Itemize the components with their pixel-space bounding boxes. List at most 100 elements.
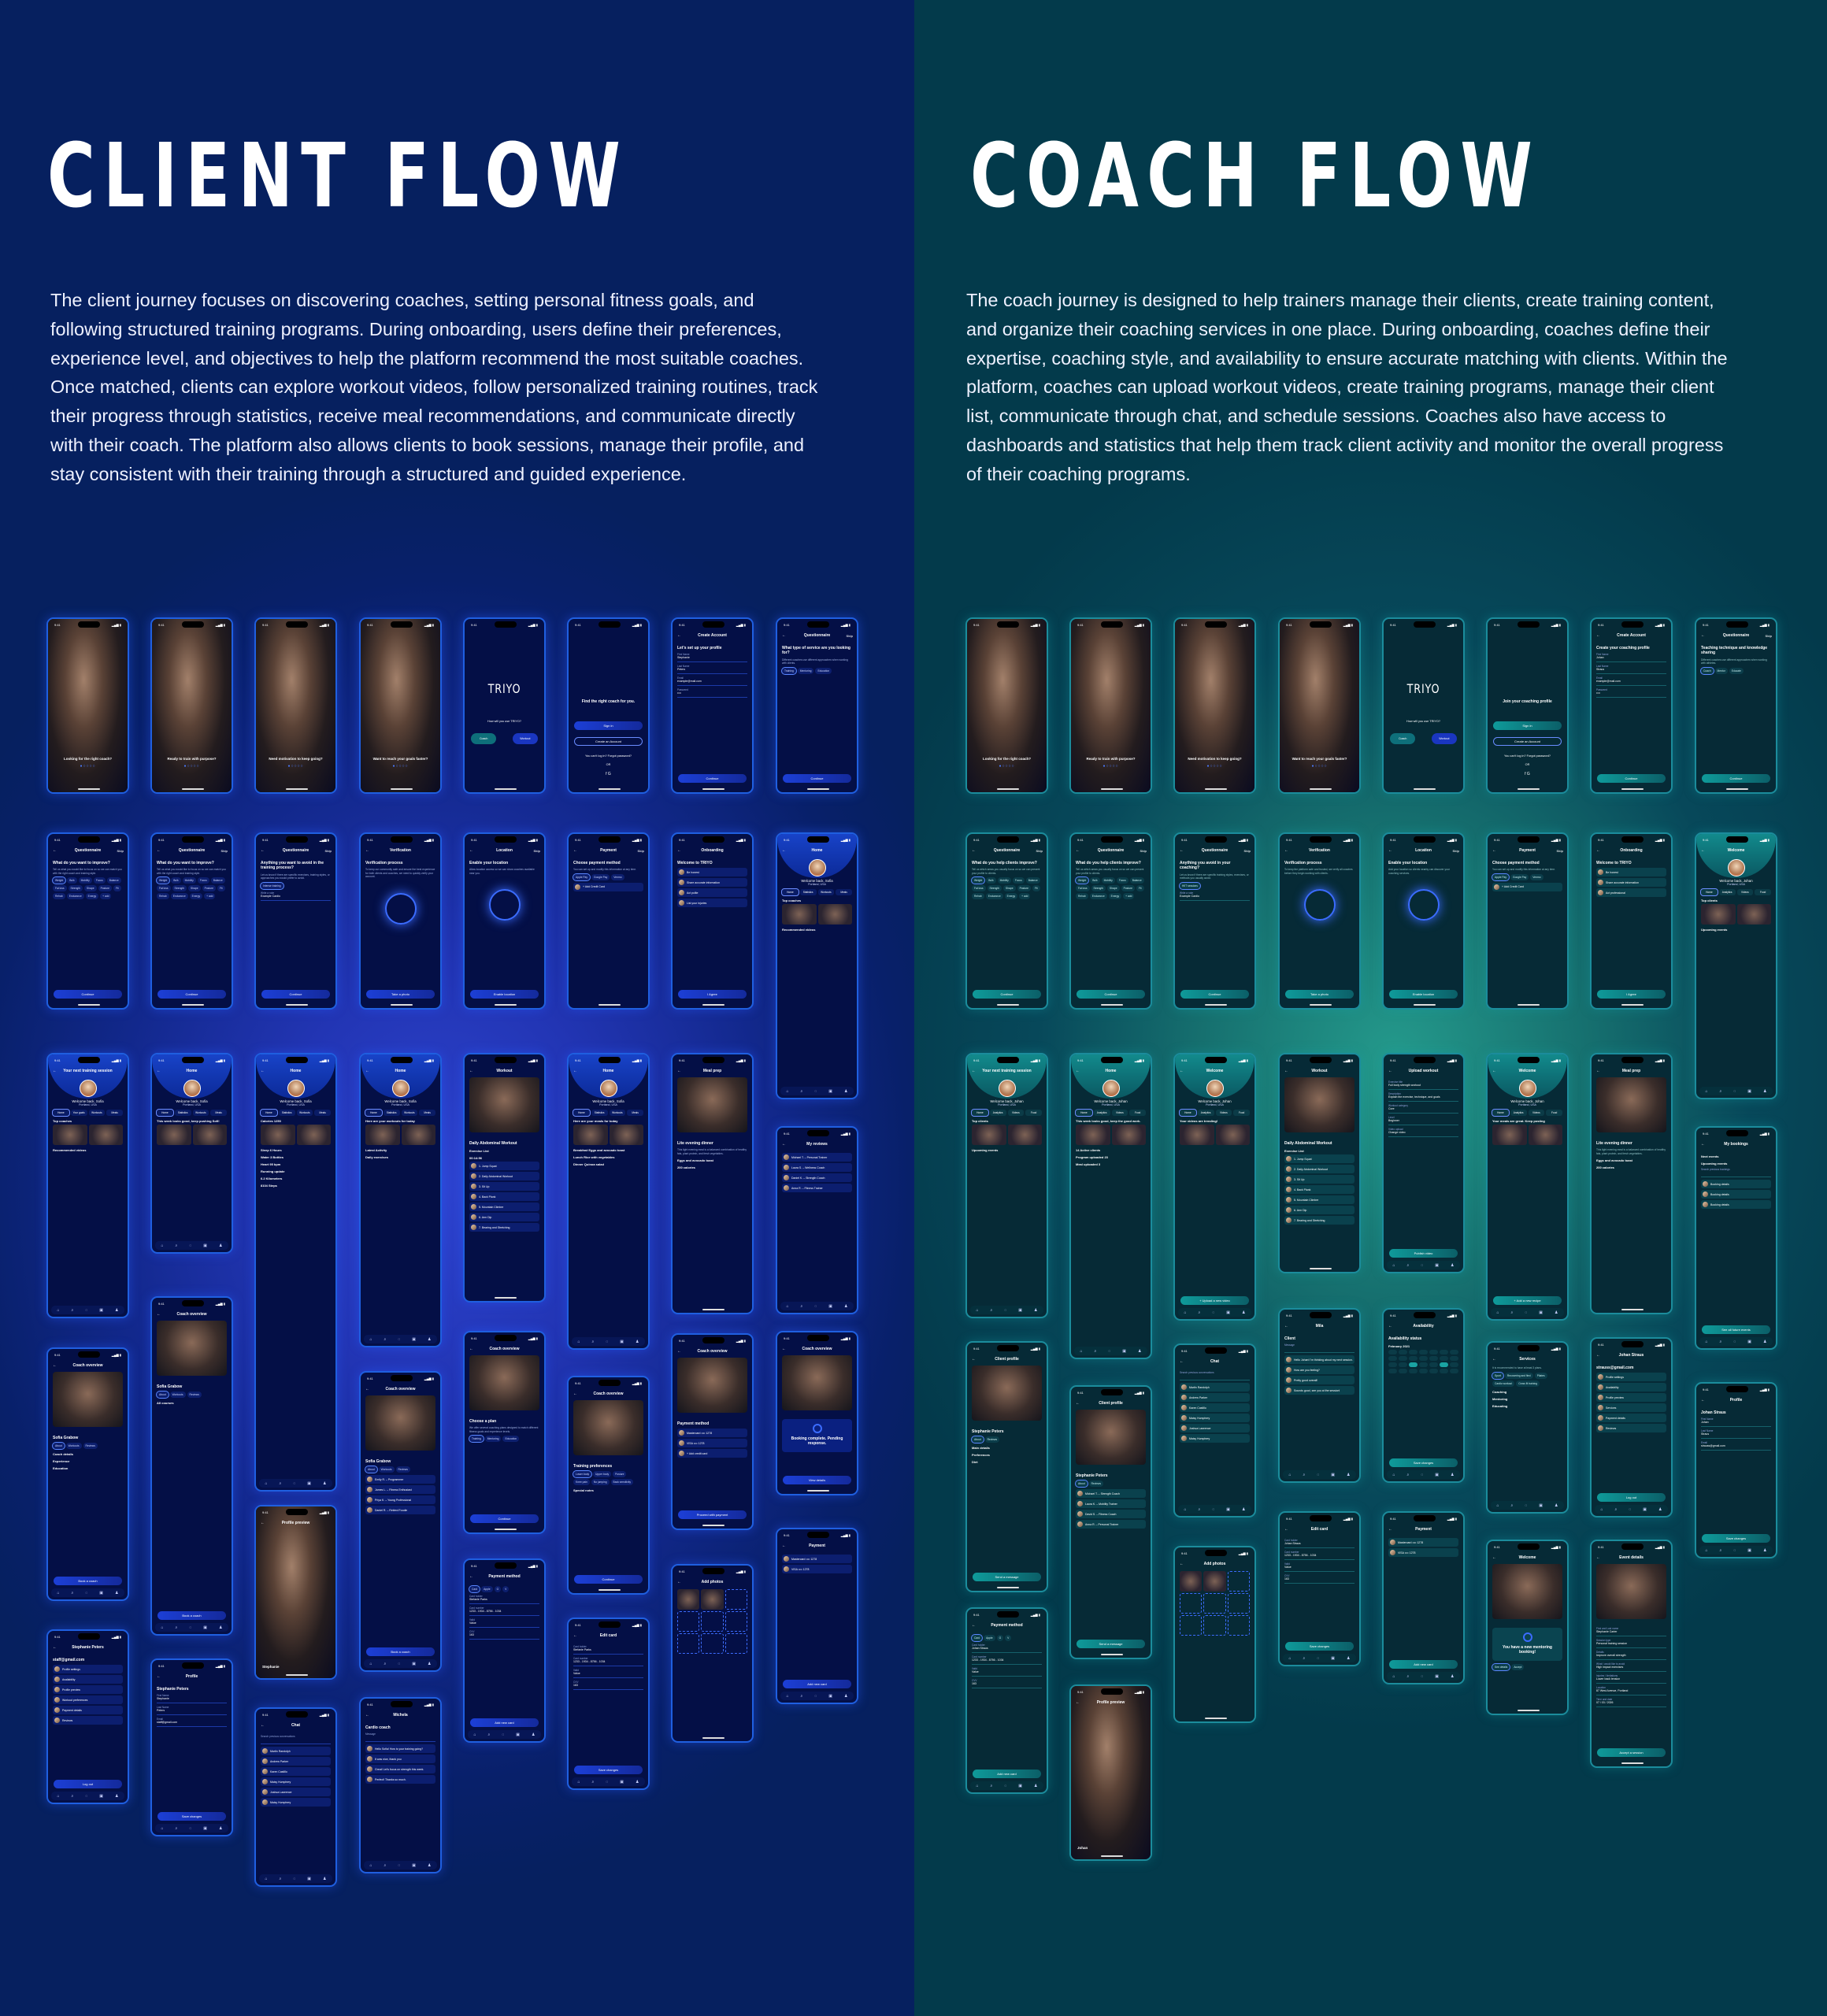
field-value[interactable]: Stephanie <box>157 1697 169 1701</box>
video-thumbnail[interactable] <box>609 1125 643 1145</box>
field-value[interactable]: Johan <box>1701 1421 1709 1425</box>
field-value[interactable]: strauss@gmail.com <box>1701 1444 1725 1448</box>
field-value[interactable]: Explain the exercise, technique, and goa… <box>1388 1095 1440 1099</box>
calendar-day[interactable] <box>1409 1356 1418 1362</box>
option-chip[interactable]: Balance <box>1129 877 1144 884</box>
video-thumbnail[interactable] <box>1215 1125 1250 1145</box>
option-chip[interactable]: Apple <box>481 1586 493 1592</box>
option-chip[interactable]: Reviews <box>83 1443 98 1450</box>
nav-profile-icon[interactable]: ♟ <box>322 1480 327 1486</box>
option-chip[interactable]: Focus <box>197 877 209 884</box>
tab-1[interactable]: Statistics <box>591 1110 608 1116</box>
option-chip[interactable]: About <box>971 1436 984 1444</box>
option-chip[interactable]: Recovering and flexi <box>1504 1372 1533 1379</box>
avatar[interactable] <box>391 1080 410 1097</box>
pagination-dots[interactable]: ●○○○○ <box>999 764 1015 769</box>
nav-profile-icon[interactable]: ♟ <box>427 1336 432 1342</box>
back-arrow-icon[interactable]: ← <box>1180 1359 1184 1364</box>
nav-profile-icon[interactable]: ♟ <box>843 1303 848 1309</box>
back-arrow-icon[interactable]: ← <box>1701 848 1705 853</box>
list-item[interactable]: Karen Castillo <box>261 1767 331 1776</box>
list-item[interactable]: Reviews <box>53 1716 123 1725</box>
option-chip[interactable]: About <box>1075 1480 1088 1488</box>
video-thumbnail[interactable] <box>192 1125 227 1145</box>
nav-profile-icon[interactable]: ♟ <box>1346 1655 1351 1661</box>
calendar-day[interactable] <box>1440 1369 1448 1374</box>
nav-explore-icon[interactable]: ◌ <box>1212 1506 1215 1512</box>
back-arrow-icon[interactable]: ← <box>1701 633 1705 638</box>
option-chip[interactable]: Weight <box>970 876 986 885</box>
option-chip[interactable]: Energy <box>1108 893 1122 900</box>
video-thumbnail[interactable] <box>1180 1125 1214 1145</box>
back-arrow-icon[interactable]: ← <box>573 1633 577 1638</box>
nav-calendar-icon[interactable]: ▣ <box>828 1303 832 1309</box>
field-value[interactable]: 07 / 03 / 2026 <box>1596 1701 1614 1704</box>
tab-1[interactable]: Analytics <box>989 1110 1006 1116</box>
back-arrow-icon[interactable]: ← <box>1492 1357 1496 1362</box>
list-item[interactable]: Daniel K. – Strength Coach <box>782 1173 852 1182</box>
option-chip[interactable]: V <box>502 1586 510 1592</box>
tab-1[interactable]: Statistics <box>174 1110 191 1116</box>
tab-0[interactable]: Home <box>971 1109 989 1117</box>
nav-calendar-icon[interactable]: ▣ <box>307 1480 311 1486</box>
option-chip[interactable]: Balance <box>1025 877 1040 884</box>
nav-explore-icon[interactable]: ◌ <box>814 1088 817 1094</box>
photo-slot[interactable] <box>1180 1571 1203 1592</box>
nav-explore-icon[interactable]: ◌ <box>1629 1506 1632 1512</box>
list-item[interactable]: Andrew Parker <box>261 1757 331 1766</box>
primary-button[interactable]: Add new card <box>973 1770 1041 1778</box>
option-chip[interactable]: Focus <box>1116 877 1128 884</box>
tab-2[interactable]: Videos <box>1215 1110 1232 1116</box>
calendar-day[interactable] <box>1419 1350 1428 1355</box>
nav-home-icon[interactable]: ⌂ <box>57 1307 60 1313</box>
nav-search-icon[interactable]: ⌕ <box>384 1336 387 1342</box>
list-item[interactable]: + Add credit card <box>677 1449 747 1458</box>
back-arrow-icon[interactable]: ← <box>573 848 577 853</box>
nav-profile-icon[interactable]: ♟ <box>218 1825 223 1831</box>
primary-button[interactable]: Continue <box>158 990 226 999</box>
list-item[interactable]: Availability <box>1596 1383 1666 1392</box>
avatar[interactable] <box>998 1080 1016 1097</box>
list-item[interactable]: Mastercard •••• 1278 <box>1388 1538 1458 1547</box>
field-value[interactable]: Core <box>1388 1107 1395 1110</box>
pagination-dots[interactable]: ●○○○○ <box>1206 764 1223 769</box>
nav-calendar-icon[interactable]: ▣ <box>516 1732 520 1737</box>
primary-button[interactable]: Enable location <box>470 990 539 999</box>
photo-slot[interactable] <box>1180 1615 1203 1636</box>
calendar-day[interactable] <box>1429 1362 1438 1368</box>
primary-button[interactable]: Save changes <box>1702 1534 1770 1543</box>
nav-profile-icon[interactable]: ♟ <box>114 1307 119 1313</box>
field-value[interactable]: staff@gmail.com <box>157 1721 178 1725</box>
nav-calendar-icon[interactable]: ▣ <box>412 1661 416 1666</box>
option-chip[interactable]: Education <box>815 667 832 674</box>
calendar-day[interactable] <box>1419 1369 1428 1374</box>
nav-home-icon[interactable]: ⌂ <box>1080 1348 1083 1354</box>
nav-search-icon[interactable]: ⌕ <box>1719 1339 1722 1344</box>
nav-search-icon[interactable]: ⌕ <box>279 1876 282 1881</box>
option-chip[interactable]: Reviews <box>984 1436 1000 1443</box>
nav-explore-icon[interactable]: ◌ <box>85 1590 88 1595</box>
nav-search-icon[interactable]: ⌕ <box>1510 1310 1514 1315</box>
primary-button[interactable]: See all future events <box>1702 1325 1770 1334</box>
nav-search-icon[interactable]: ⌕ <box>1614 1506 1618 1512</box>
nav-search-icon[interactable]: ⌕ <box>384 1661 387 1666</box>
primary-button[interactable]: Take a photo <box>366 990 435 999</box>
tab-3[interactable]: Meals <box>210 1110 227 1116</box>
option-chip[interactable]: Workouts <box>65 1443 82 1450</box>
nav-calendar-icon[interactable]: ▣ <box>203 1825 207 1831</box>
nav-profile-icon[interactable]: ♟ <box>1033 1783 1038 1788</box>
option-chip[interactable]: Fat loss <box>53 885 67 892</box>
primary-button[interactable]: Save changes <box>574 1766 643 1774</box>
photo-slot[interactable] <box>677 1633 700 1654</box>
nav-explore-icon[interactable]: ◌ <box>398 1336 401 1342</box>
option-chip[interactable]: Coach <box>1700 666 1714 675</box>
option-chip[interactable]: Weight <box>1074 876 1090 885</box>
list-item[interactable]: Profile settings <box>1596 1373 1666 1382</box>
list-item[interactable]: 3. Sit Up <box>1284 1175 1354 1184</box>
photo-slot[interactable] <box>724 1589 747 1610</box>
